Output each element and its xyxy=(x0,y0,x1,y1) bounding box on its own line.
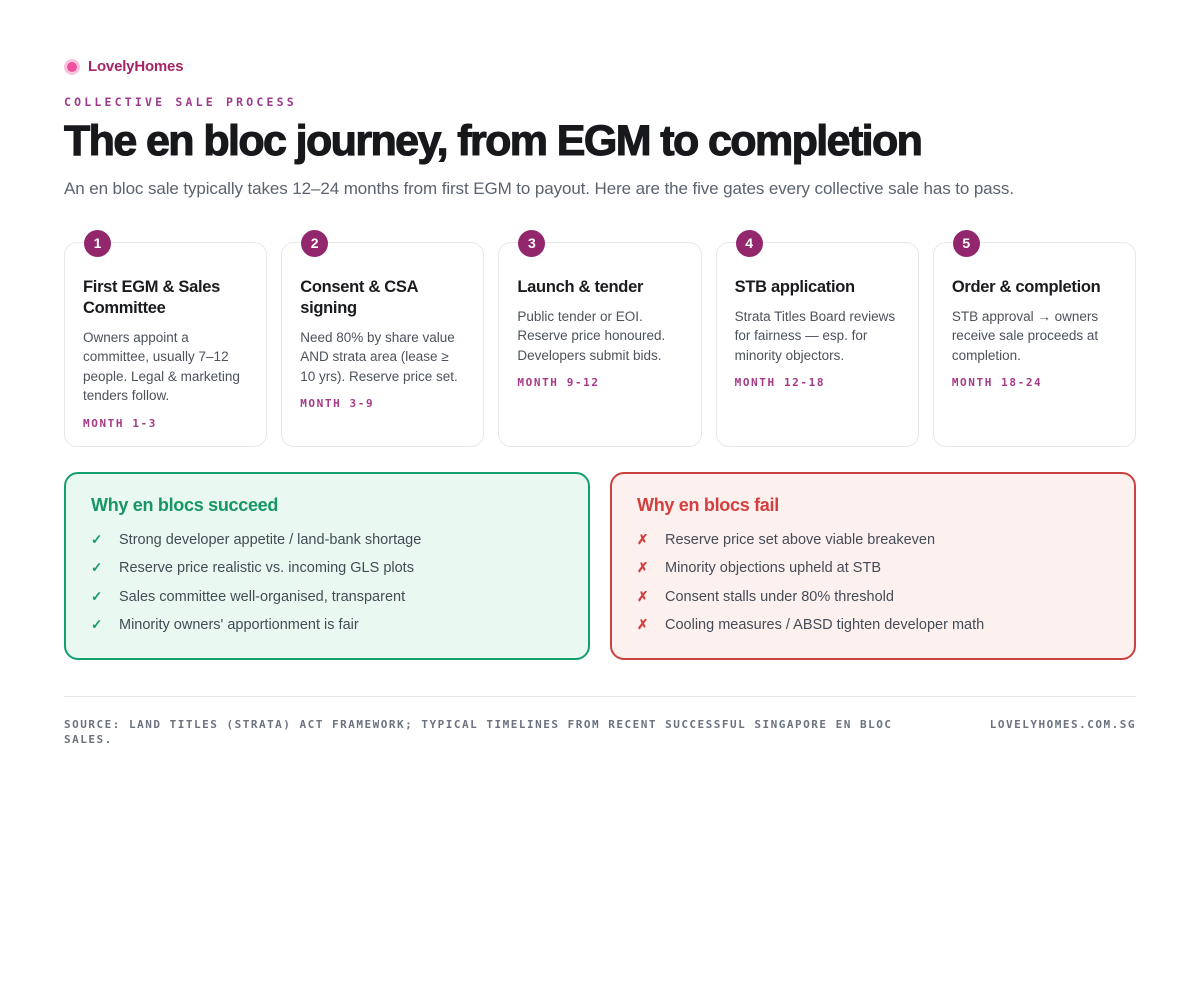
cross-icon: ✗ xyxy=(637,560,649,575)
succeed-list: ✓ Strong developer appetite / land-bank … xyxy=(91,531,563,635)
step-title: Order & completion xyxy=(951,277,1101,296)
check-icon: ✓ xyxy=(91,531,103,547)
step-card-3: 3 Launch & tender Public tender or EOI. … xyxy=(498,229,702,447)
succeed-item-text: Minority owners' apportionment is fair xyxy=(119,617,359,633)
step-card-2: 2 Consent & CSA signing Need 80% by shar… xyxy=(281,229,485,447)
step-number-badge: 3 xyxy=(518,229,546,257)
check-icon: ✓ xyxy=(91,617,103,632)
step-description: Public tender or EOI. Reserve price hono… xyxy=(517,308,666,363)
step-month-label: MONTH 3-9 xyxy=(300,397,375,410)
fail-item-text: Consent stalls under 80% threshold xyxy=(665,588,894,605)
step-title: First EGM & Sales Committee xyxy=(83,277,221,317)
step-number-badge: 1 xyxy=(84,229,111,257)
succeed-item: ✓ Reserve price realistic vs. incoming G… xyxy=(91,559,563,577)
step-card-1: 1 First EGM & Sales Committee Owners app… xyxy=(64,229,268,447)
step-month-label: MONTH 9-12 xyxy=(517,376,600,389)
cross-icon: ✗ xyxy=(637,617,649,632)
fail-box-title: Why en blocs fail xyxy=(637,494,779,515)
check-icon: ✓ xyxy=(91,560,103,575)
fail-item: ✗ Consent stalls under 80% threshold xyxy=(637,588,1109,606)
fail-box: Why en blocs fail ✗ Reserve price set ab… xyxy=(610,471,1136,660)
succeed-item-text: Strong developer appetite / land-bank sh… xyxy=(119,531,422,548)
fail-item-text: Minority objections upheld at STB xyxy=(665,560,881,576)
cross-icon: ✗ xyxy=(637,531,649,547)
check-icon: ✓ xyxy=(91,588,103,604)
step-number-badge: 5 xyxy=(952,229,980,257)
brand-name: LovelyHomes xyxy=(88,58,184,75)
eyebrow-label: COLLECTIVE SALE PROCESS xyxy=(64,95,297,109)
step-description: STB approval → owners receive sale proce… xyxy=(951,308,1099,363)
step-card-4: 4 STB application Strata Titles Board re… xyxy=(715,229,919,447)
step-number-badge: 2 xyxy=(301,229,329,257)
succeed-item-text: Reserve price realistic vs. incoming GLS… xyxy=(119,560,414,576)
infographic-page: LovelyHomes COLLECTIVE SALE PROCESS The … xyxy=(63,58,1137,747)
footer-divider xyxy=(64,696,1136,697)
step-month-label: MONTH 1-3 xyxy=(83,416,158,430)
source-note: SOURCE: LAND TITLES (STRATA) ACT FRAMEWO… xyxy=(64,718,893,746)
step-title: STB application xyxy=(734,277,855,296)
outcome-boxes: Why en blocs succeed ✓ Strong developer … xyxy=(64,471,1136,660)
succeed-item: ✓ Sales committee well-organised, transp… xyxy=(91,588,563,606)
fail-item: ✗ Cooling measures / ABSD tighten develo… xyxy=(637,616,1109,634)
succeed-item-text: Sales committee well-organised, transpar… xyxy=(119,588,406,605)
cross-icon: ✗ xyxy=(637,588,649,604)
step-number-badge: 4 xyxy=(735,229,763,257)
brand-dot-icon xyxy=(67,61,77,72)
succeed-item: ✓ Strong developer appetite / land-bank … xyxy=(91,531,563,549)
site-url: LOVELYHOMES.COM.SG xyxy=(989,718,1136,731)
page-title: The en bloc journey, from EGM to complet… xyxy=(63,117,923,165)
fail-item: ✗ Minority objections upheld at STB xyxy=(637,559,1109,577)
process-steps: 1 First EGM & Sales Committee Owners app… xyxy=(64,229,1137,447)
step-description: Strata Titles Board reviews for fairness… xyxy=(734,308,896,363)
fail-item-text: Reserve price set above viable breakeven xyxy=(665,531,936,548)
step-month-label: MONTH 18-24 xyxy=(951,376,1043,389)
step-month-label: MONTH 12-18 xyxy=(734,376,826,389)
footer: SOURCE: LAND TITLES (STRATA) ACT FRAMEWO… xyxy=(64,718,1136,747)
succeed-box: Why en blocs succeed ✓ Strong developer … xyxy=(64,471,590,660)
fail-list: ✗ Reserve price set above viable breakev… xyxy=(637,531,1109,635)
step-title: Launch & tender xyxy=(517,277,644,296)
step-title: Consent & CSA signing xyxy=(300,277,418,317)
succeed-box-title: Why en blocs succeed xyxy=(91,494,279,515)
fail-item-text: Cooling measures / ABSD tighten develope… xyxy=(665,617,985,633)
page-subtitle: An en bloc sale typically takes 12–24 mo… xyxy=(64,179,1014,198)
succeed-item: ✓ Minority owners' apportionment is fair xyxy=(91,616,563,634)
step-description: Owners appoint a committee, usually 7–12… xyxy=(83,329,240,404)
fail-item: ✗ Reserve price set above viable breakev… xyxy=(637,531,1109,549)
step-description: Need 80% by share value AND strata area … xyxy=(300,329,458,384)
step-card-5: 5 Order & completion STB approval → owne… xyxy=(932,229,1137,447)
brand: LovelyHomes xyxy=(64,58,1136,75)
